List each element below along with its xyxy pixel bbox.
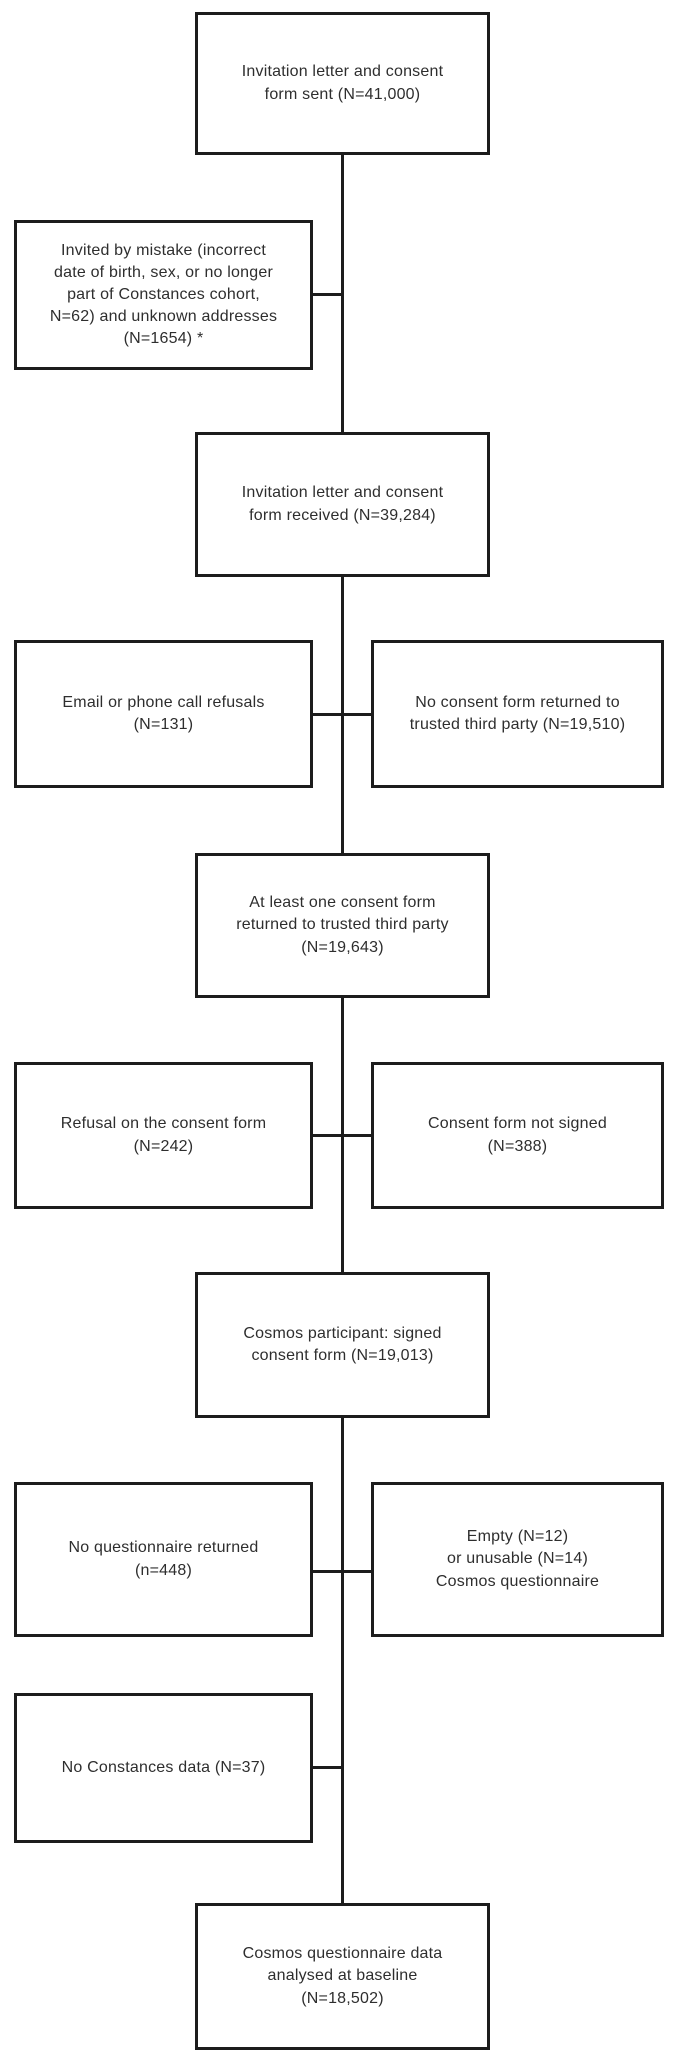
- connector-questionnaire-row: [313, 1570, 371, 1573]
- node-refusal-consent-form: Refusal on the consent form (N=242): [14, 1062, 313, 1209]
- node-invitation-sent: Invitation letter and consent form sent …: [195, 12, 490, 155]
- node-empty-unusable-questionnaire: Empty (N=12) or unusable (N=14) Cosmos q…: [371, 1482, 664, 1637]
- node-email-phone-refusals: Email or phone call refusals (N=131): [14, 640, 313, 788]
- node-cosmos-participant: Cosmos participant: signed consent form …: [195, 1272, 490, 1418]
- node-consent-not-signed: Consent form not signed (N=388): [371, 1062, 664, 1209]
- node-no-constances-data: No Constances data (N=37): [14, 1693, 313, 1843]
- connector-invited-mistake: [313, 293, 344, 296]
- node-invitation-received: Invitation letter and consent form recei…: [195, 432, 490, 577]
- node-no-consent-form-returned: No consent form returned to trusted thir…: [371, 640, 664, 788]
- node-analysed-baseline: Cosmos questionnaire data analysed at ba…: [195, 1903, 490, 2050]
- connector-no-constances: [313, 1766, 344, 1769]
- connector-spine-segment-4: [341, 1418, 344, 1903]
- connector-refusals-row: [313, 713, 371, 716]
- node-consent-form-returned: At least one consent form returned to tr…: [195, 853, 490, 998]
- node-no-questionnaire-returned: No questionnaire returned (n=448): [14, 1482, 313, 1637]
- node-invited-by-mistake: Invited by mistake (incorrect date of bi…: [14, 220, 313, 370]
- connector-consent-refusal-row: [313, 1134, 371, 1137]
